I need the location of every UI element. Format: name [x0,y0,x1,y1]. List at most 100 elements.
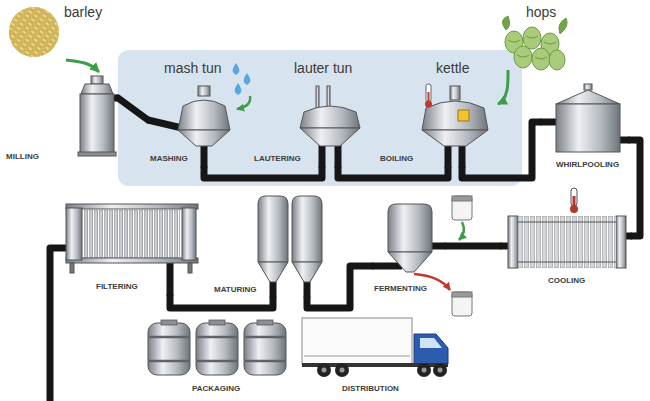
thermometer-symbol [426,84,431,102]
truck-symbol [422,368,427,373]
pipe [204,168,322,178]
thermometer-symbol [570,205,578,213]
kettle-symbol [422,130,488,146]
process-node: hops [498,4,572,70]
mash-tun-symbol [178,130,230,146]
step-caption: DISTRIBUTION [342,384,399,393]
text-slot: MASHING [150,154,188,163]
pipe-stub [167,261,174,296]
truck-symbol [340,368,345,373]
pipe-stub [372,263,402,270]
water-drops [233,63,251,95]
cooler-symbol [518,262,616,263]
feed-arrow [498,70,508,104]
step-caption: PACKAGING [192,384,240,393]
filter-press [66,258,198,263]
barley-pile [9,7,59,57]
mash-tun-symbol [198,86,210,96]
process-node: COOLING [500,186,632,298]
yeast-container [452,292,472,297]
maturing-tanks [292,196,322,262]
pipe-stub [148,120,182,128]
fermenter-symbol [388,252,432,272]
mill-symbol [78,76,116,156]
kettle-symbol [422,101,488,130]
yeast-container [452,196,472,220]
pipe [446,243,500,250]
text-slot: COOLING [548,276,585,285]
hops-cluster [559,18,567,34]
text-slot: BOILING [380,154,413,163]
equipment-label: hops [526,4,556,20]
pipe [630,140,640,236]
mill-symbol [91,76,103,84]
truck-symbol [317,363,331,377]
equipment-label: kettle [436,60,469,76]
maturing-tanks [292,262,322,282]
keg-row [148,320,286,375]
yeast-container [452,196,472,201]
pipe-stub [445,144,452,168]
text-slot: DISTRIBUTION [342,384,399,393]
thermometer-symbol [570,188,578,213]
hops-cluster [508,36,556,59]
cooler-symbol [518,216,616,268]
kettle-symbol [450,86,460,100]
process-node: DISTRIBUTION [300,314,456,398]
filter-press [188,263,192,273]
lauter-tun-symbol [316,86,319,110]
mash-tun-symbol [178,100,230,130]
equipment-label: lauter tun [294,60,352,76]
whirlpool-symbol [584,84,592,90]
text-slot: hops [526,4,556,20]
text-slot: PACKAGING [192,384,240,393]
filter-press [84,210,180,258]
hops-cluster [502,16,567,70]
pipe [118,98,148,120]
pipe [307,266,372,308]
filter-press [66,208,82,260]
truck-symbol [433,363,447,377]
keg-row [196,320,238,375]
mill-symbol [80,94,114,154]
cooler-symbol [508,216,518,268]
yeast-arrow [459,222,464,240]
maturing-tanks [258,196,288,262]
text-slot: kettle [436,60,469,76]
step-caption: MATURING [214,285,257,294]
truck-symbol [304,355,410,357]
text-slot: FERMENTING [374,284,427,293]
equipment-label: barley [64,4,102,20]
keg-row [148,320,190,375]
thermometer-symbol [573,196,576,206]
lauter-tun-symbol [300,86,360,146]
process-node: WHIRLPOOLING [540,80,630,178]
fermenter-symbol [388,204,432,272]
hops-cluster [502,16,509,30]
barley-pile [9,7,59,57]
water-drops [235,83,242,95]
filter-press [66,204,198,209]
cooler-symbol [616,216,626,268]
mash-tun-symbol [178,86,230,146]
truck-symbol [414,334,448,364]
text-slot: FILTERING [96,282,138,291]
cooler-symbol [508,216,626,268]
truck-symbol [302,318,448,377]
process-node: lauter tunLAUTERING [252,58,370,168]
mill-symbol [81,84,113,94]
barley-pile [9,7,59,57]
pipe-stub [319,144,326,168]
text-slot: LAUTERING [254,154,301,163]
step-caption: LAUTERING [254,154,301,163]
yeast-container [452,196,472,316]
step-caption: WHIRLPOOLING [556,160,619,169]
whirlpool-symbol [556,104,620,152]
text-slot: MATURING [214,285,257,294]
process-node: barley [6,2,110,60]
thermometer-symbol [571,188,577,206]
keg-row [244,320,286,375]
hops-cluster [549,50,565,70]
lauter-tun-symbol [300,106,360,128]
truck-symbol [322,368,327,373]
